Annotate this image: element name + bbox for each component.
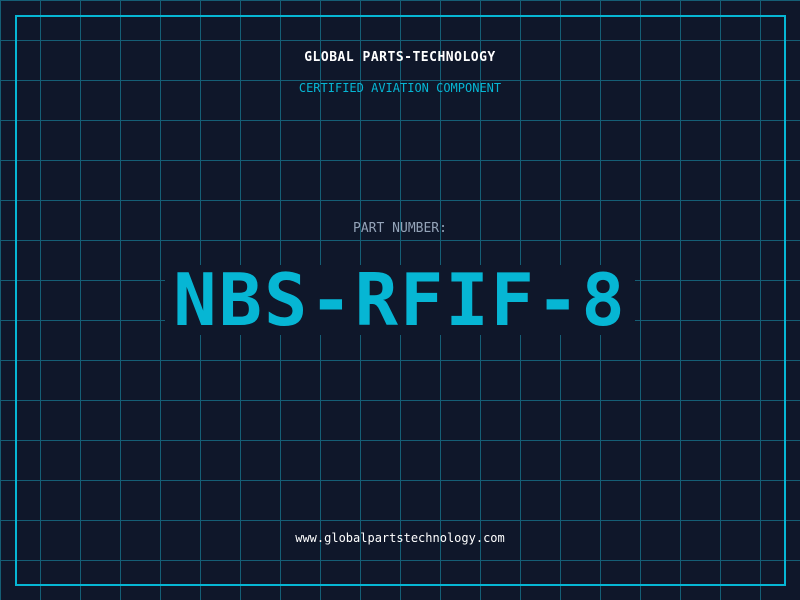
border-frame (15, 15, 786, 586)
website-link[interactable]: www.globalpartstechnology.com (295, 531, 505, 545)
part-number-label: PART NUMBER: (353, 221, 447, 236)
brand-title: GLOBAL PARTS-TECHNOLOGY (304, 50, 496, 65)
subtitle: CERTIFIED AVIATION COMPONENT (298, 81, 502, 95)
part-number: NBS-RFIF-8 (173, 258, 627, 342)
part-number-backdrop (165, 265, 635, 335)
